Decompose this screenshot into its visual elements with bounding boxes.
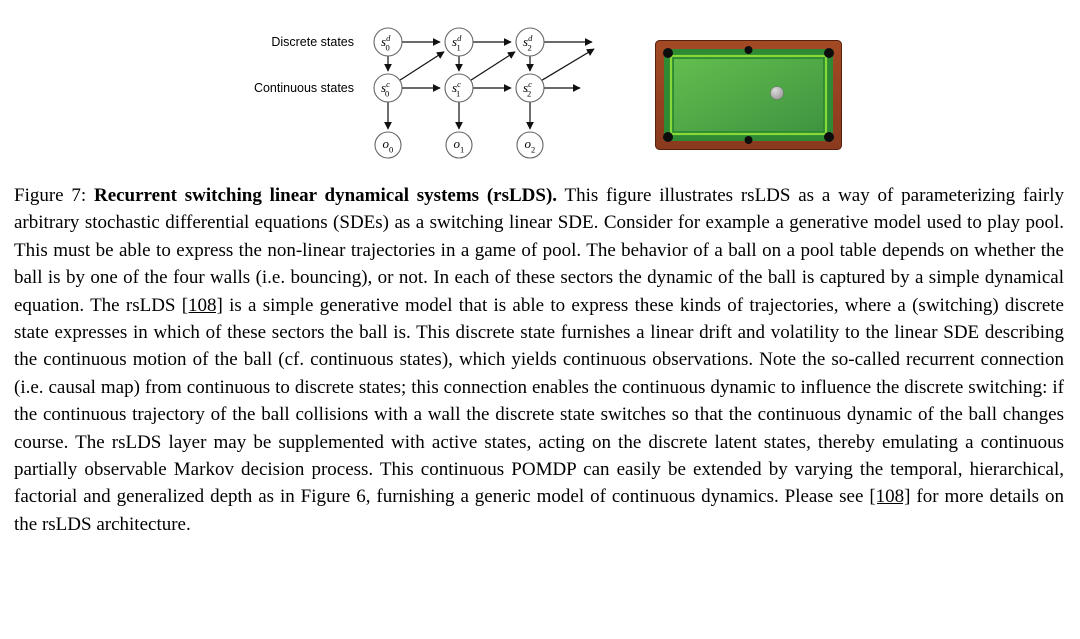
pocket-top-right [824, 48, 834, 58]
citation-link-108-a[interactable]: [108] [181, 294, 223, 316]
arrow-c1-d2 [470, 51, 516, 81]
node-observation-0: o0 [374, 131, 402, 159]
svg-text:sc0: sc0 [381, 79, 390, 99]
caption-body-3: for more details on the rsLDS architectu… [14, 486, 1064, 535]
arrow-c0-d1 [399, 51, 445, 81]
svg-text:sc1: sc1 [452, 79, 461, 99]
pocket-bottom-middle [744, 136, 753, 144]
svg-text:o0: o0 [383, 136, 394, 155]
caption-body-1: This figure illustrates rsLDS as a way o… [14, 185, 1064, 316]
table-pockets [663, 46, 834, 144]
figure-caption: Figure 7: Recurrent switching linear dyn… [14, 182, 1064, 538]
pocket-top-middle [744, 46, 753, 54]
figure-title: Recurrent switching linear dynamical sys… [93, 185, 558, 206]
table-cushion-line [669, 54, 828, 136]
citation-link-108-b[interactable]: [108] [869, 486, 911, 508]
ball [770, 86, 784, 100]
node-observation-2: o2 [516, 131, 544, 159]
svg-text:sd2: sd2 [523, 33, 533, 53]
svg-text:o2: o2 [525, 136, 536, 155]
row-label-continuous-states: Continuous states [254, 81, 354, 95]
pocket-bottom-left [663, 132, 673, 142]
svg-text:o1: o1 [454, 136, 465, 155]
pocket-bottom-right [824, 132, 834, 142]
diagram-arrows [384, 38, 595, 130]
arrow-c2-out-up [541, 48, 595, 81]
table-felt [674, 59, 823, 131]
svg-text:sd1: sd1 [452, 33, 462, 53]
node-observation-1: o1 [445, 131, 473, 159]
paper-page: Discrete states Continuous states [0, 0, 1080, 538]
figure-7-graphics: Discrete states Continuous states [0, 0, 1080, 176]
pool-table-image [655, 40, 842, 150]
svg-text:sd0: sd0 [381, 33, 391, 53]
rslds-graphical-model-diagram: Discrete states Continuous states [254, 27, 595, 159]
pocket-top-left [663, 48, 673, 58]
row-label-discrete-states: Discrete states [271, 35, 354, 49]
caption-body-2: is a simple generative model that is abl… [14, 294, 1064, 508]
svg-text:sc2: sc2 [523, 79, 532, 99]
figure-label: Figure 7: [14, 185, 94, 206]
